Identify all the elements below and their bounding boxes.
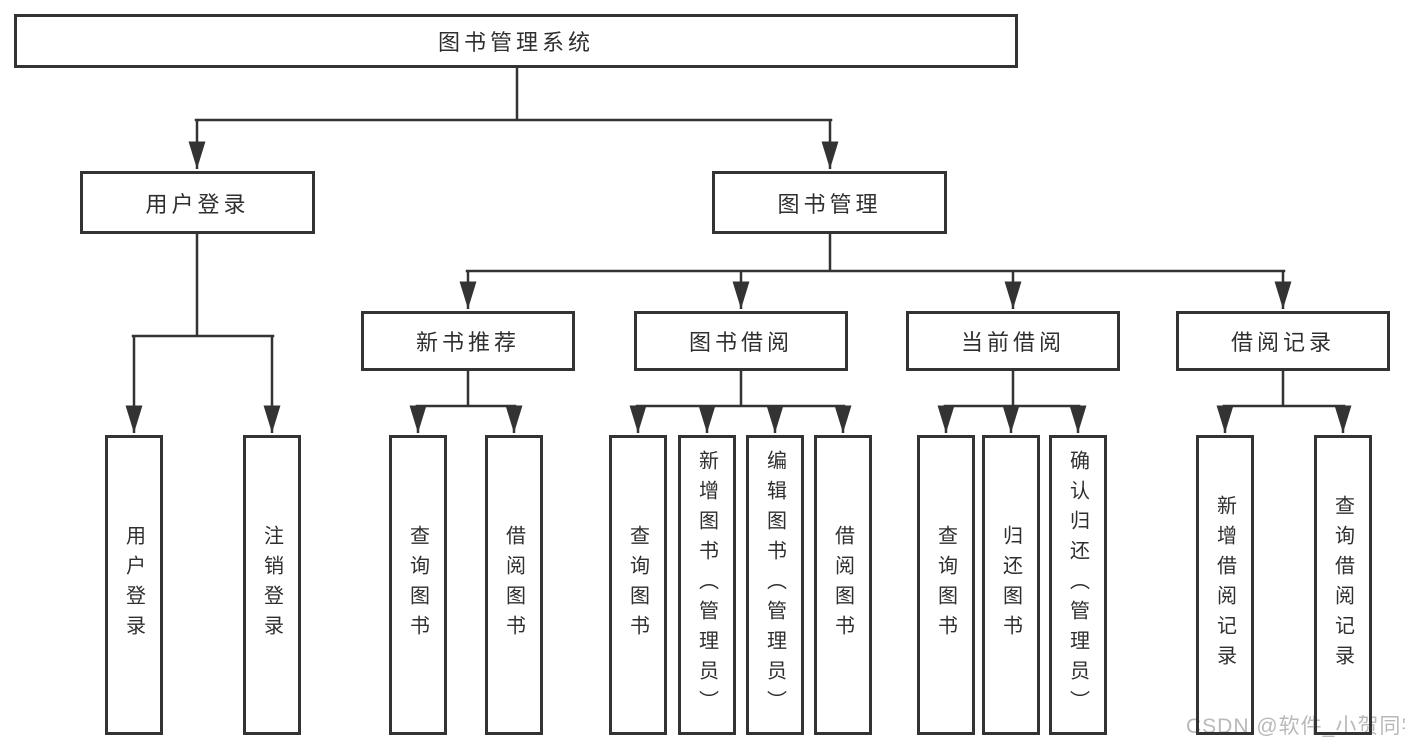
node-current-borrowing: 当前借阅	[906, 311, 1120, 371]
node-leaf-add-borrow-record: 新增借阅记录	[1196, 435, 1254, 735]
csdn-watermark: CSDN @软件_小贺同学	[1186, 715, 1405, 738]
edge-new-books-to-leaves	[409, 371, 523, 433]
node-leaf-edit-books-admin: 编辑图书（管理员）	[746, 435, 804, 735]
node-leaf-user-login: 用户登录	[105, 435, 163, 735]
node-leaf-query-books-2: 查询图书	[609, 435, 667, 735]
node-library-management-system: 图书管理系统	[14, 14, 1018, 68]
node-book-borrowing: 图书借阅	[634, 311, 848, 371]
node-leaf-borrow-books-1: 借阅图书	[485, 435, 543, 735]
node-book-management: 图书管理	[712, 171, 947, 234]
node-leaf-return-books: 归还图书	[982, 435, 1040, 735]
edge-book-mgmt-to-level3	[459, 234, 1292, 309]
node-leaf-query-books-1: 查询图书	[389, 435, 447, 735]
node-new-book-recommend: 新书推荐	[361, 311, 575, 371]
edge-current-borrow-to-leaves	[937, 371, 1087, 433]
node-leaf-query-borrow-record: 查询借阅记录	[1314, 435, 1372, 735]
node-leaf-logout: 注销登录	[243, 435, 301, 735]
edge-root-to-level2	[188, 68, 839, 169]
node-leaf-add-books-admin: 新增图书（管理员）	[678, 435, 736, 735]
node-borrow-records: 借阅记录	[1176, 311, 1390, 371]
node-leaf-confirm-return-admin: 确认归还（管理员）	[1049, 435, 1107, 735]
node-leaf-borrow-books-2: 借阅图书	[814, 435, 872, 735]
edge-user-login-to-leaves	[125, 234, 281, 433]
node-leaf-query-books-3: 查询图书	[917, 435, 975, 735]
edge-book-borrow-to-leaves	[629, 371, 852, 433]
edge-borrow-records-to-leaves	[1216, 371, 1352, 433]
node-user-login: 用户登录	[80, 171, 315, 234]
